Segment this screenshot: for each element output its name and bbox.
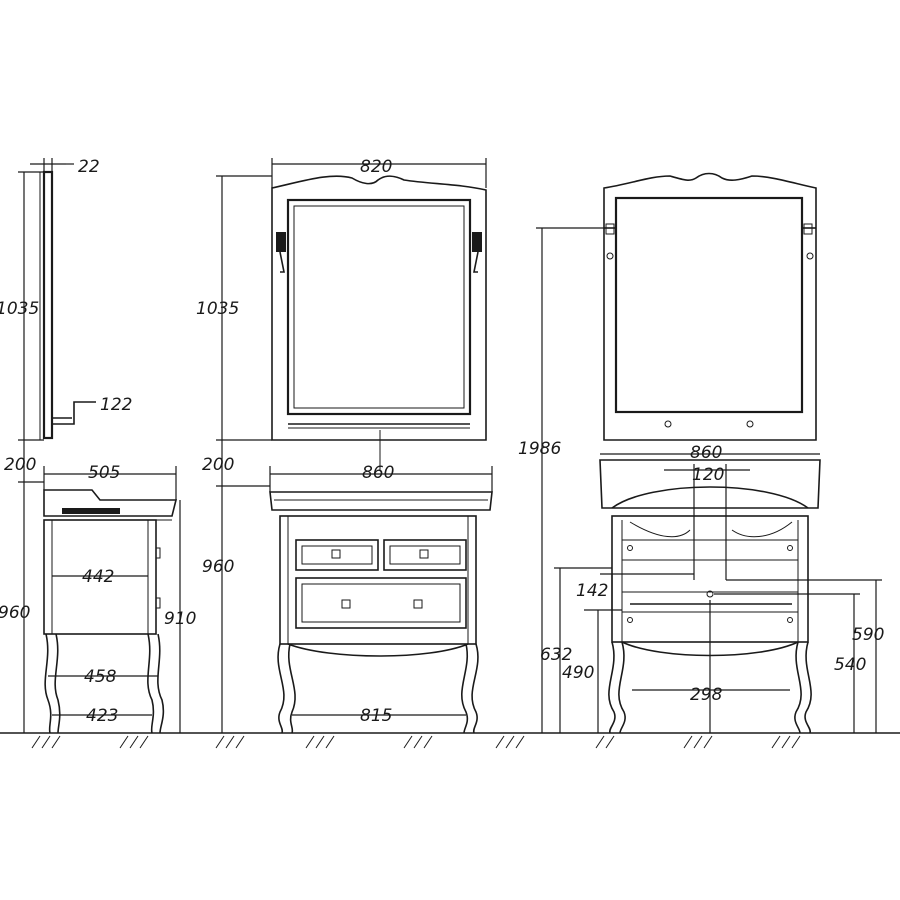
dim-back-leg-spacing: 298 — [690, 685, 723, 705]
dim-front-mirror-height: 1035 — [196, 299, 239, 319]
dim-side-gap: 200 — [4, 455, 36, 475]
dim-side-mirror-height: 1035 — [0, 299, 39, 319]
dim-front-top-width: 860 — [362, 463, 394, 483]
dim-front-base-width: 815 — [360, 706, 392, 726]
dim-side-leg-width: 458 — [84, 667, 117, 687]
back-basin — [599, 459, 821, 538]
side-basin — [43, 489, 178, 521]
dim-back-total-height: 1986 — [518, 439, 561, 459]
dim-front-total-height: 960 — [202, 557, 234, 577]
dim-back-hole-spacing: 120 — [692, 465, 724, 485]
front-mirror — [271, 175, 487, 441]
dim-side-mirror-depth: 22 — [78, 157, 100, 177]
back-view: 1986 860 120 — [518, 172, 884, 734]
side-view: 22 1035 122 200 505 — [0, 157, 196, 734]
dim-back-height-490: 490 — [562, 663, 594, 683]
dim-back-height-632: 632 — [540, 645, 572, 665]
dim-back-height-590: 590 — [852, 625, 884, 645]
front-view: 820 1035 200 860 — [196, 157, 493, 734]
dim-back-height-540: 540 — [834, 655, 866, 675]
side-legs: 458 423 — [44, 633, 165, 734]
side-cabinet: 442 — [43, 519, 161, 635]
front-vanity: 815 — [269, 491, 493, 734]
dim-side-base-width: 423 — [86, 706, 118, 726]
side-mirror: 22 1035 122 — [0, 157, 132, 441]
dim-front-mirror-width: 820 — [360, 157, 392, 177]
dim-back-height-142: 142 — [576, 581, 608, 601]
dim-side-inner-width: 442 — [82, 567, 114, 587]
dim-side-total-height: 960 — [0, 603, 30, 623]
dim-back-top-width: 860 — [690, 443, 722, 463]
floor-line — [0, 732, 900, 749]
dim-side-top-depth: 505 — [88, 463, 120, 483]
dim-side-shelf-depth: 122 — [100, 395, 132, 415]
dim-front-gap: 200 — [202, 455, 234, 475]
back-mirror — [603, 172, 817, 441]
dim-side-cabinet-height: 910 — [164, 609, 196, 629]
